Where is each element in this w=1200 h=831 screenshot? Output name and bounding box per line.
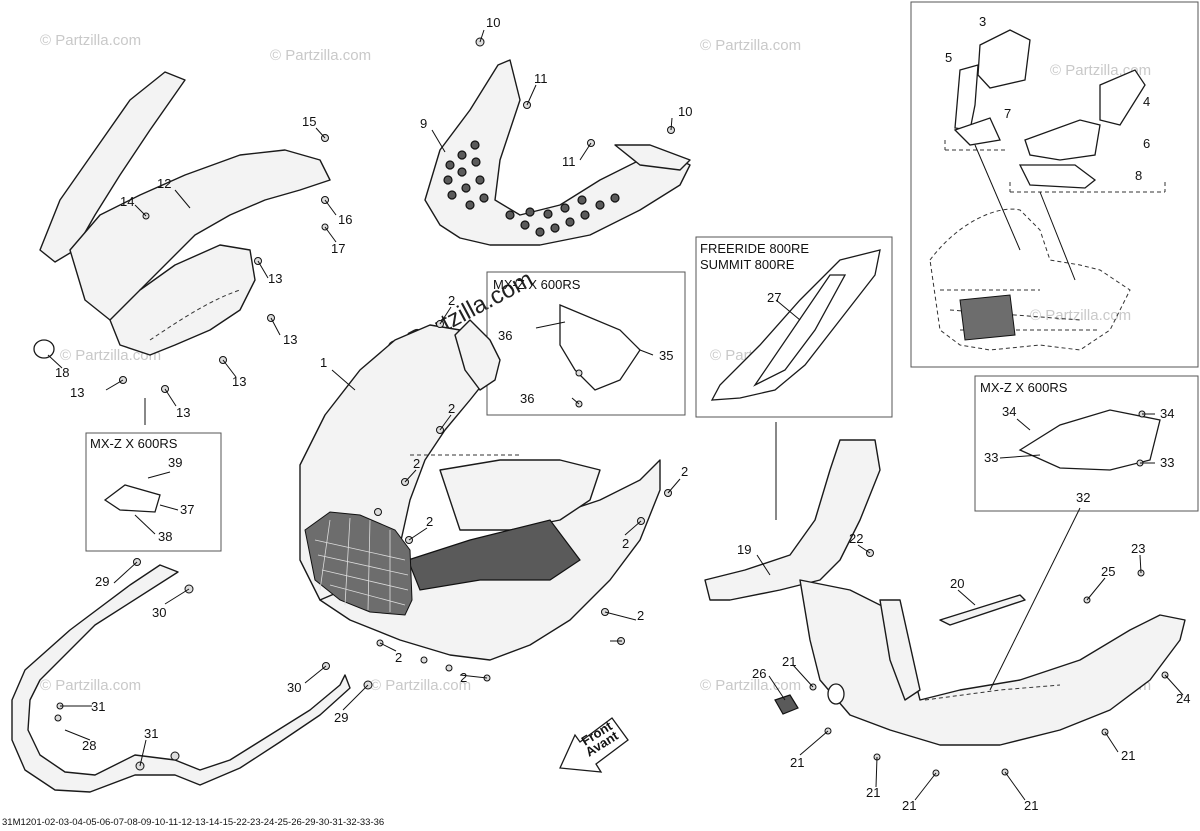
callout-28: 28: [82, 738, 96, 753]
callout-2: 2: [460, 670, 467, 685]
box-freeride-title-line2: SUMMIT 800RE: [700, 257, 795, 272]
box-mxz-top: [486, 271, 686, 416]
callout-1: 1: [320, 355, 327, 370]
part-1-hood: [299, 319, 661, 661]
callout-21: 21: [866, 785, 880, 800]
leader-lines: [47, 29, 1184, 801]
callout-30: 30: [287, 680, 301, 695]
watermark: © Partzilla.com: [40, 32, 141, 49]
callout-22: 22: [849, 531, 863, 546]
fasteners: [54, 37, 1169, 777]
watermark: © Partzilla.com: [270, 47, 371, 64]
callout-13: 13: [70, 385, 84, 400]
part-19-belly-pan: [704, 439, 1186, 746]
callout-2: 2: [426, 514, 433, 529]
watermark: © Partzilla.com: [370, 677, 471, 694]
callout-24: 24: [1176, 691, 1190, 706]
callout-27: 27: [767, 290, 781, 305]
callout-21: 21: [790, 755, 804, 770]
watermark: © Partzilla.com: [700, 677, 801, 694]
callout-37: 37: [180, 502, 194, 517]
callout-6: 6: [1143, 136, 1150, 151]
callout-2: 2: [681, 464, 688, 479]
callout-2: 2: [637, 608, 644, 623]
callout-13: 13: [176, 405, 190, 420]
callout-15: 15: [302, 114, 316, 129]
callout-5: 5: [945, 50, 952, 65]
callout-11: 11: [534, 71, 548, 86]
callout-21: 21: [1024, 798, 1038, 813]
callouts: 1 2 2 2 2 2 2 2 2 2 3 4 5 6 7 8 9 10 10 …: [55, 14, 1190, 813]
callout-11: 11: [562, 154, 576, 169]
front-arrow: Front Avant: [559, 717, 629, 773]
callout-2: 2: [448, 293, 455, 308]
part-9-vent-plate: [424, 59, 691, 246]
callout-21: 21: [782, 654, 796, 669]
callout-13: 13: [268, 271, 282, 286]
box-freeride: [695, 236, 893, 418]
callout-7: 7: [1004, 106, 1011, 121]
callout-29: 29: [95, 574, 109, 589]
callout-21: 21: [1121, 748, 1135, 763]
watermark: © Partzilla.com: [60, 347, 161, 364]
callout-23: 23: [1131, 541, 1145, 556]
box-mxz-right: [974, 375, 1199, 512]
watermark: © Partzilla.com: [1030, 307, 1131, 324]
part-12-side-panel: [33, 71, 331, 359]
callout-21: 21: [902, 798, 916, 813]
callout-36: 36: [520, 391, 534, 406]
callout-18: 18: [55, 365, 69, 380]
callout-33: 33: [1160, 455, 1174, 470]
callout-2: 2: [413, 456, 420, 471]
callout-10: 10: [486, 15, 500, 30]
callout-32: 32: [1076, 490, 1090, 505]
callout-10: 10: [678, 104, 692, 119]
callout-2: 2: [395, 650, 402, 665]
callout-31: 31: [144, 726, 158, 741]
box-titles: MX-Z X 600RS FREERIDE 800RE SUMMIT 800RE…: [90, 241, 1068, 451]
reference-code: 31M1201-02-03-04-05-06-07-08-09-10-11-12…: [2, 817, 384, 828]
callout-25: 25: [1101, 564, 1115, 579]
callout-17: 17: [331, 241, 345, 256]
callout-34: 34: [1002, 404, 1016, 419]
callout-3: 3: [979, 14, 986, 29]
inset-top-right: [910, 1, 1199, 368]
box-mxz-left: [85, 432, 222, 552]
watermark: © Partzilla.com: [700, 37, 801, 54]
vent-holes: [443, 140, 620, 237]
box-mxz-top-title: MX-Z X 600RS: [493, 277, 581, 292]
callout-13: 13: [232, 374, 246, 389]
callout-34: 34: [1160, 406, 1174, 421]
callout-12: 12: [157, 176, 171, 191]
callout-38: 38: [158, 529, 172, 544]
callout-36: 36: [498, 328, 512, 343]
callout-30: 30: [152, 605, 166, 620]
part-28-bumper: [11, 564, 351, 793]
callout-4: 4: [1143, 94, 1150, 109]
callout-9: 9: [420, 116, 427, 131]
callout-13: 13: [283, 332, 297, 347]
box-freeride-title-line1: FREERIDE 800RE: [700, 241, 809, 256]
callout-2: 2: [622, 536, 629, 551]
callout-26: 26: [752, 666, 766, 681]
watermark: © Partzilla.com: [40, 677, 141, 694]
callout-8: 8: [1135, 168, 1142, 183]
callout-2: 2: [448, 401, 455, 416]
box-mxz-left-title: MX-Z X 600RS: [90, 436, 178, 451]
box-mxz-right-title: MX-Z X 600RS: [980, 380, 1068, 395]
callout-39: 39: [168, 455, 182, 470]
callout-19: 19: [737, 542, 751, 557]
callout-35: 35: [659, 348, 673, 363]
callout-20: 20: [950, 576, 964, 591]
callout-14: 14: [120, 194, 134, 209]
callout-31: 31: [91, 699, 105, 714]
callout-29: 29: [334, 710, 348, 725]
callout-16: 16: [338, 212, 352, 227]
callout-33: 33: [984, 450, 998, 465]
